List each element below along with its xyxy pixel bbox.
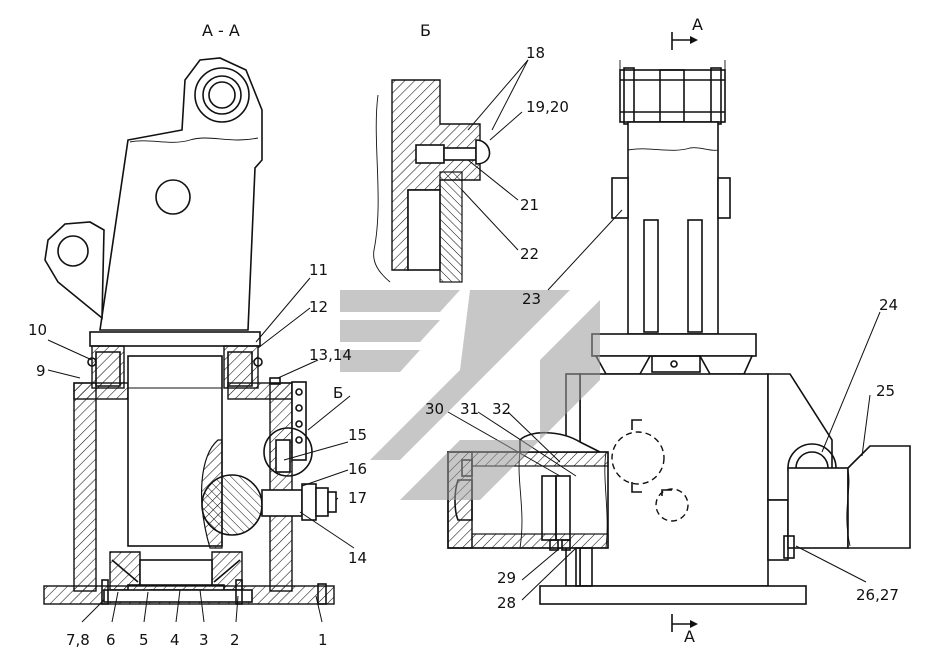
callout-6: 6 bbox=[106, 631, 116, 649]
upper-bracket bbox=[44, 57, 263, 331]
callout-29: 29 bbox=[497, 569, 516, 587]
callout-31: 31 bbox=[460, 400, 479, 418]
callout-15: 15 bbox=[348, 426, 367, 444]
main-housing bbox=[43, 355, 337, 605]
callout-32: 32 bbox=[492, 400, 511, 418]
callout-21: 21 bbox=[520, 196, 539, 214]
callout-10: 10 bbox=[28, 321, 47, 339]
callout-22: 22 bbox=[520, 245, 539, 263]
part-callouts: 1 2 3 4 5 6 7,8 9 10 11 12 13,14 14 15 1… bbox=[28, 44, 899, 649]
cut-a-top-label: А bbox=[692, 15, 703, 34]
callout-12: 12 bbox=[309, 298, 328, 316]
callout-3: 3 bbox=[199, 631, 209, 649]
callout-13-14: 13,14 bbox=[309, 346, 352, 364]
callout-23: 23 bbox=[522, 290, 541, 308]
section-titles: А - А Б Б А А bbox=[202, 15, 703, 646]
callout-26-27: 26,27 bbox=[856, 586, 899, 604]
callout-16: 16 bbox=[348, 460, 367, 478]
section-aa-view bbox=[43, 57, 355, 623]
leaders-left bbox=[47, 277, 355, 623]
side-view bbox=[447, 32, 911, 632]
callout-24: 24 bbox=[879, 296, 898, 314]
callout-30: 30 bbox=[425, 400, 444, 418]
callout-4: 4 bbox=[170, 631, 180, 649]
detail-b-title: Б bbox=[420, 21, 431, 40]
callout-5: 5 bbox=[139, 631, 149, 649]
callout-11: 11 bbox=[309, 261, 328, 279]
callout-19-20: 19,20 bbox=[526, 98, 569, 116]
callout-14: 14 bbox=[348, 549, 367, 567]
callout-9: 9 bbox=[36, 362, 46, 380]
detail-b-callout: Б bbox=[333, 384, 343, 402]
callout-17: 17 bbox=[348, 489, 367, 507]
cut-a-bottom-label: А bbox=[684, 627, 695, 646]
callout-7-8: 7,8 bbox=[66, 631, 90, 649]
callout-2: 2 bbox=[230, 631, 240, 649]
callout-18: 18 bbox=[526, 44, 545, 62]
detail-b-view bbox=[373, 59, 529, 283]
callout-25: 25 bbox=[876, 382, 895, 400]
section-aa-title: А - А bbox=[202, 21, 240, 40]
callout-28: 28 bbox=[497, 594, 516, 612]
callout-1: 1 bbox=[318, 631, 328, 649]
watermark-logo bbox=[340, 290, 600, 500]
